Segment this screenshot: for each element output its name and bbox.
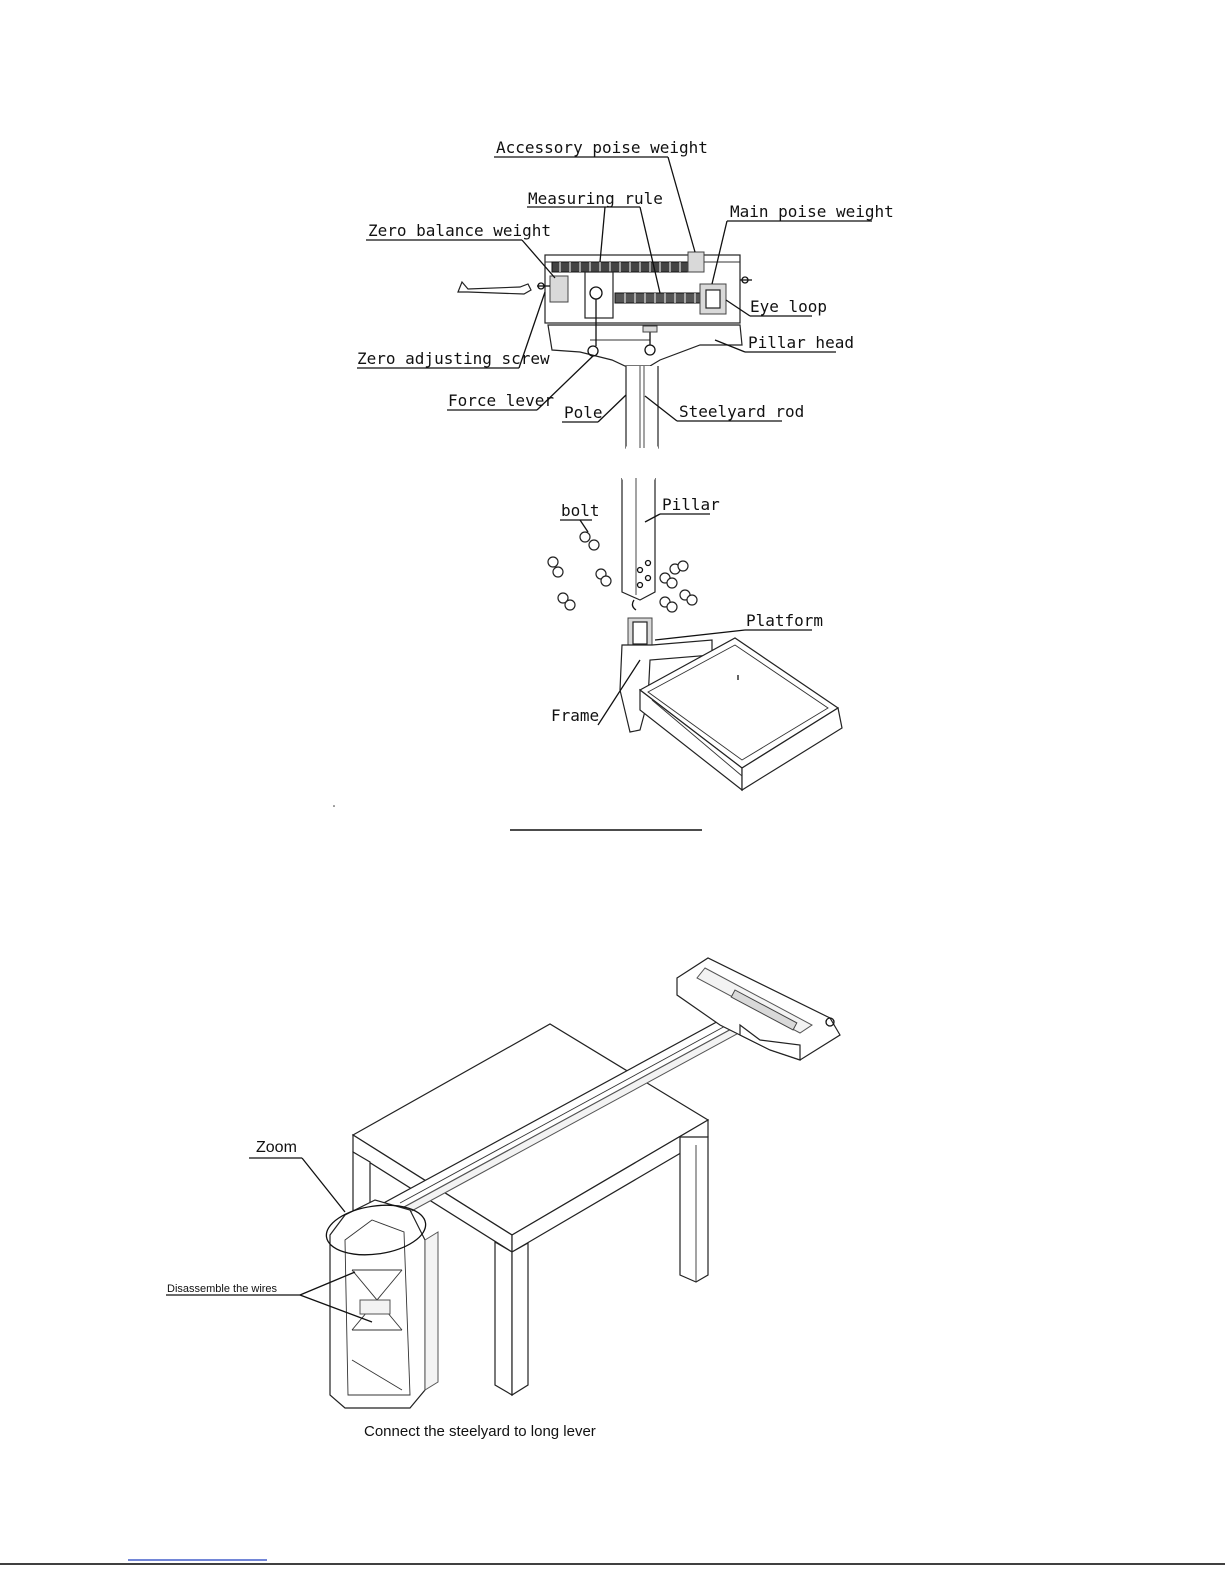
long-lever-diagram: Zoom Disassemble the wires Connect the s…	[166, 958, 840, 1440]
caption-connect-steelyard: Connect the steelyard to long lever	[364, 1423, 596, 1440]
label-steelyard-rod: Steelyard rod	[679, 402, 804, 421]
label-force-lever: Force lever	[448, 391, 554, 410]
label-platform: Platform	[746, 611, 823, 630]
label-pole: Pole	[564, 403, 603, 422]
label-pillar-head: Pillar head	[748, 333, 854, 352]
label-accessory-poise-weight: Accessory poise weight	[496, 138, 708, 157]
label-frame: Frame	[551, 706, 599, 725]
steelyard-head-diagram: Accessory poise weight Measuring rule Ma…	[333, 138, 894, 807]
label-main-poise-weight: Main poise weight	[730, 202, 894, 221]
label-pillar: Pillar	[662, 495, 720, 514]
label-measuring-rule: Measuring rule	[528, 189, 663, 208]
label-zero-adjusting-screw: Zero adjusting screw	[357, 349, 550, 368]
label-zoom: Zoom	[256, 1139, 297, 1156]
label-eye-loop: Eye loop	[750, 297, 827, 316]
label-disassemble-wires: Disassemble the wires	[167, 1283, 278, 1295]
label-bolt: bolt	[561, 501, 600, 520]
label-zero-balance-weight: Zero balance weight	[368, 221, 551, 240]
